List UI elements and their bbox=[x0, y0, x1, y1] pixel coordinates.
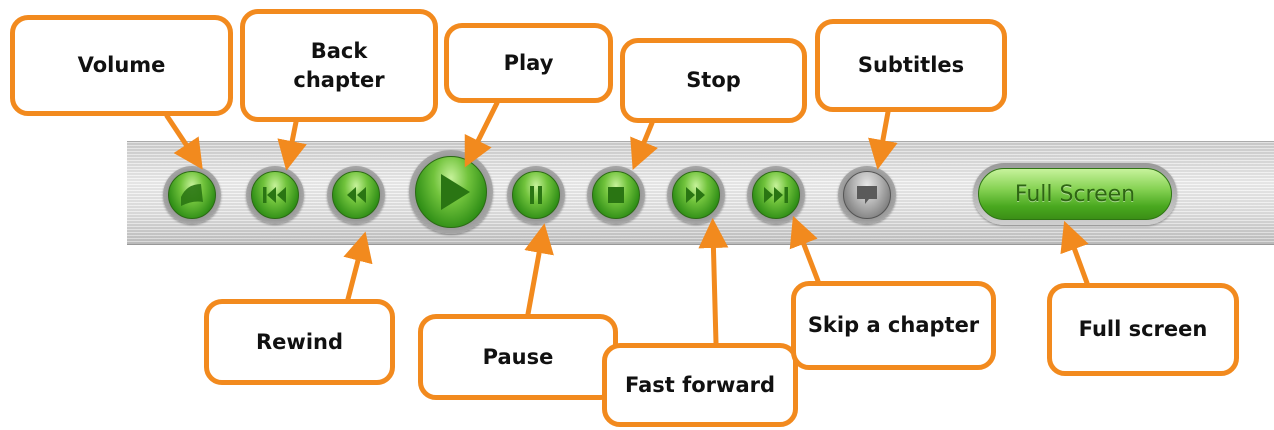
fullscreen-button[interactable]: Full Screen bbox=[973, 163, 1177, 225]
rewind-arrow bbox=[343, 231, 373, 302]
callout-rewind: Rewind bbox=[204, 299, 395, 385]
play-icon bbox=[441, 174, 470, 210]
callout-stop: Stop bbox=[620, 38, 807, 123]
pause-arrow bbox=[524, 223, 554, 317]
fullscreen-button-label: Full Screen bbox=[1014, 181, 1136, 207]
skip-chapter-button[interactable] bbox=[747, 166, 805, 224]
callout-skip-chapter: Skip a chapter bbox=[791, 281, 996, 370]
skip-forward-icon bbox=[764, 187, 788, 203]
pause-icon bbox=[530, 186, 542, 204]
stop-button[interactable] bbox=[587, 166, 645, 224]
volume-button[interactable] bbox=[163, 166, 221, 224]
rewind-button[interactable] bbox=[327, 166, 385, 224]
stop-icon bbox=[608, 187, 624, 203]
subtitles-button[interactable] bbox=[838, 166, 896, 224]
back-chapter-button[interactable] bbox=[246, 166, 304, 224]
fast-forward-arrow bbox=[698, 218, 729, 346]
fast-forward-icon bbox=[686, 187, 705, 203]
callout-play: Play bbox=[444, 23, 613, 103]
speech-bubble-icon bbox=[857, 186, 877, 204]
fast-forward-button[interactable] bbox=[667, 166, 725, 224]
callout-full-screen: Full screen bbox=[1047, 283, 1239, 376]
callout-subtitles: Subtitles bbox=[815, 19, 1007, 112]
speaker-icon bbox=[181, 184, 203, 206]
callout-pause: Pause bbox=[418, 314, 618, 400]
callout-back-chapter: Back chapter bbox=[240, 9, 438, 122]
pause-button[interactable] bbox=[507, 166, 565, 224]
callout-fast-forward: Fast forward bbox=[602, 343, 798, 427]
skip-back-icon bbox=[263, 187, 286, 203]
play-button[interactable] bbox=[409, 150, 493, 234]
callout-volume: Volume bbox=[10, 15, 233, 116]
rewind-icon bbox=[347, 187, 366, 203]
